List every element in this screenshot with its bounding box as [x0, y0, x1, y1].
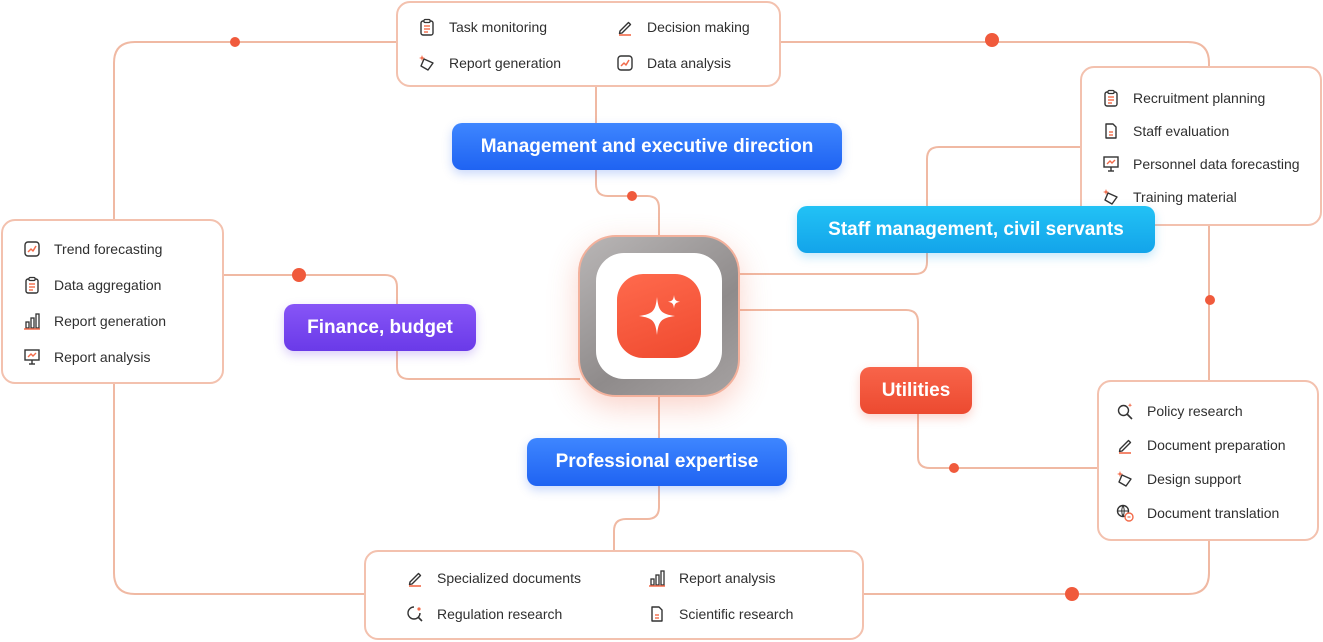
list-item: Report generation	[23, 312, 166, 330]
list-item: Document translation	[1116, 504, 1279, 522]
central-hub	[578, 235, 740, 397]
list-item: Data aggregation	[23, 276, 161, 294]
document-icon	[1102, 122, 1120, 140]
list-item: Staff evaluation	[1102, 122, 1229, 140]
list-item: Personnel data forecasting	[1102, 155, 1300, 173]
list-item: Report generation	[418, 54, 561, 72]
clipboard-list-icon	[23, 276, 41, 294]
item-label: Data analysis	[647, 55, 732, 71]
staff-label: Staff management, civil servants	[797, 206, 1155, 253]
connector-dot	[949, 463, 959, 473]
item-label: Personnel data forecasting	[1133, 156, 1300, 172]
item-label: Report analysis	[679, 570, 776, 586]
item-label: Report generation	[449, 55, 562, 71]
sparkle-logo-icon	[617, 274, 701, 358]
list-item: Document preparation	[1116, 436, 1286, 454]
item-label: Scientific research	[679, 606, 794, 622]
connector-dot	[1065, 587, 1079, 601]
management-label: Management and executive direction	[452, 123, 842, 170]
document-icon	[648, 605, 666, 623]
staff-card: Recruitment planning Staff evaluation Pe…	[1080, 66, 1322, 226]
item-label: Trend forecasting	[54, 241, 163, 257]
connector-dot	[292, 268, 306, 282]
item-label: Policy research	[1147, 403, 1243, 419]
sparkle-note-icon	[1116, 470, 1134, 488]
wire-utilities	[740, 309, 1097, 469]
list-item: Policy research	[1116, 402, 1243, 420]
hub-inner	[596, 253, 722, 379]
management-card: Task monitoring Decision making Report g…	[396, 1, 781, 87]
clipboard-list-icon	[418, 18, 436, 36]
item-label: Report analysis	[54, 349, 151, 365]
translate-icon	[1116, 504, 1134, 522]
list-item: Scientific research	[648, 605, 793, 623]
list-item: Design support	[1116, 470, 1241, 488]
presentation-chart-icon	[23, 348, 41, 366]
item-label: Decision making	[647, 19, 750, 35]
sparkle-note-icon	[1102, 188, 1120, 206]
finance-label: Finance, budget	[284, 304, 476, 351]
professional-label: Professional expertise	[527, 438, 787, 486]
item-label: Training material	[1133, 189, 1237, 205]
search-circle-icon	[406, 605, 424, 623]
list-item: Report analysis	[23, 348, 151, 366]
clipboard-list-icon	[1102, 89, 1120, 107]
trend-chart-icon	[23, 240, 41, 258]
wire-finance	[224, 274, 580, 380]
item-label: Design support	[1147, 471, 1242, 487]
connector-dot	[627, 191, 637, 201]
sparkle-note-icon	[418, 54, 436, 72]
connector-dot	[230, 37, 240, 47]
item-label: Document preparation	[1147, 437, 1286, 453]
item-label: Regulation research	[437, 606, 563, 622]
item-label: Data aggregation	[54, 277, 162, 293]
professional-card: Specialized documents Report analysis Re…	[364, 550, 864, 640]
item-label: Recruitment planning	[1133, 90, 1266, 106]
list-item: Specialized documents	[406, 569, 581, 587]
search-sparkle-icon	[1116, 402, 1134, 420]
trend-chart-icon	[616, 54, 634, 72]
wire-outer-loop	[113, 41, 1210, 595]
list-item: Task monitoring	[418, 18, 547, 36]
finance-card: Trend forecasting Data aggregation Repor…	[1, 219, 224, 384]
item-label: Staff evaluation	[1133, 123, 1230, 139]
list-item: Data analysis	[616, 54, 731, 72]
bar-chart-icon	[23, 312, 41, 330]
connector-dot	[1205, 295, 1215, 305]
utilities-card: Policy research Document preparation Des…	[1097, 380, 1319, 541]
list-item: Report analysis	[648, 569, 776, 587]
list-item: Recruitment planning	[1102, 89, 1265, 107]
list-item: Training material	[1102, 188, 1237, 206]
list-item: Regulation research	[406, 605, 562, 623]
item-label: Report generation	[54, 313, 167, 329]
wire-professional	[613, 397, 660, 550]
pencil-icon	[406, 569, 424, 587]
item-label: Document translation	[1147, 505, 1280, 521]
list-item: Decision making	[616, 18, 750, 36]
item-label: Task monitoring	[449, 19, 548, 35]
pencil-icon	[616, 18, 634, 36]
bar-chart-icon	[648, 569, 666, 587]
pencil-icon	[1116, 436, 1134, 454]
presentation-chart-icon	[1102, 155, 1120, 173]
list-item: Trend forecasting	[23, 240, 162, 258]
connector-dot	[985, 33, 999, 47]
item-label: Specialized documents	[437, 570, 581, 586]
utilities-label: Utilities	[860, 367, 972, 414]
